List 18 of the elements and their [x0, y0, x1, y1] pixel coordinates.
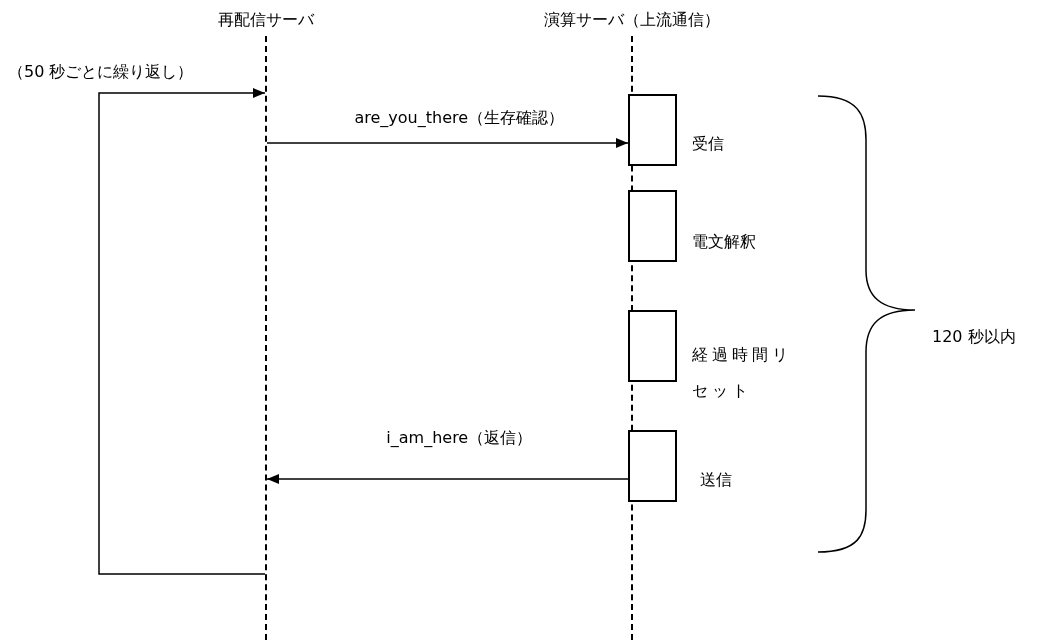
activation-box: [628, 94, 677, 166]
arrow: [266, 474, 629, 484]
activation-box: [628, 310, 677, 382]
step-label: 電文解釈: [692, 232, 756, 252]
message-label: （50 秒ごとに繰り返し）: [8, 62, 194, 82]
lifeline-header: 再配信サーバ: [218, 10, 314, 30]
step-label: 送信: [700, 470, 732, 490]
arrow: [266, 138, 629, 148]
arrow: [98, 88, 266, 575]
step-label: 受信: [692, 134, 724, 154]
activation-box: [628, 430, 677, 502]
message-label: are_you_there（生存確認）: [354, 108, 565, 128]
step-label: 経過時間リセット: [692, 344, 793, 402]
time-limit-label: 120 秒以内: [932, 327, 1016, 347]
lifeline-header: 演算サーバ（上流通信）: [544, 10, 720, 30]
activation-box: [628, 190, 677, 262]
message-label: i_am_here（返信）: [386, 428, 533, 448]
lifeline: [265, 36, 267, 640]
